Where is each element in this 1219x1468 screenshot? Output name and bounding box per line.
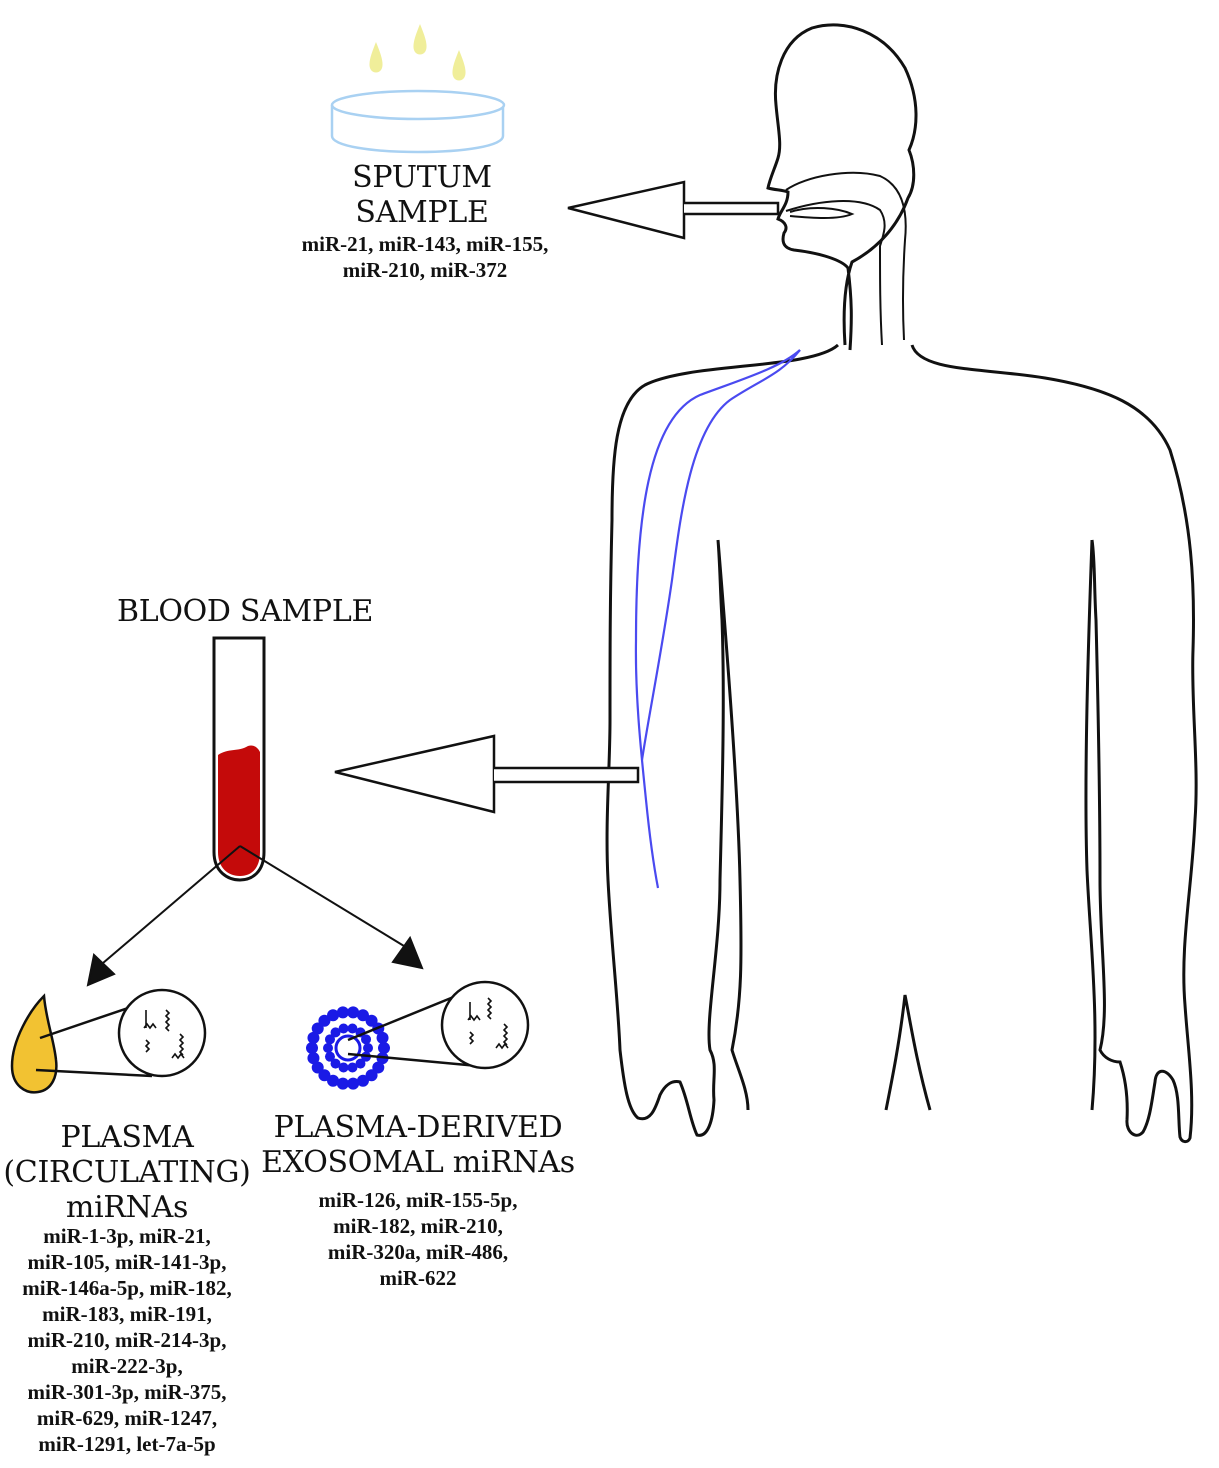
exosome-outer-bead [307,1031,320,1044]
sputum-drops [369,24,466,81]
exosome-outer-bead [356,1074,369,1087]
exosome-outer-bead [318,1014,331,1027]
sputum-drop-right [452,50,466,81]
exosome-outer-bead [347,1006,360,1019]
exosome-outer-bead [307,1052,320,1065]
exosome-inner-bead [330,1027,341,1038]
blood-vessel [634,349,801,889]
plasma-zoom-line-bottom [35,1068,153,1078]
exosome-outer-bead [376,1031,389,1044]
exosome-inner-bead [355,1058,366,1069]
exosome-inner-bead [324,1034,335,1045]
exosome-zoom-line-top [347,994,457,1042]
body-outline-right [605,23,1198,1144]
exosome-inner-bead [361,1034,372,1045]
exosome-outer-bead [336,1077,349,1090]
exosome-outer-bead [311,1022,324,1035]
arrow-line-to-exosome [239,845,405,947]
split-arrows [86,845,424,987]
exosome-outer-bead [378,1042,390,1054]
exosome-inner-bead [347,1062,358,1073]
exosomal-mirna-title: PLASMA-DERIVED EXOSOMAL miRNAs [261,1110,575,1180]
sputum-drop-center [413,24,427,55]
sputum-mirna-list: miR-21, miR-143, miR-155, miR-210, miR-3… [301,232,549,282]
blood-arrow-head [334,734,496,814]
blood-arrow [334,734,640,814]
exosome-magnifier-circle [440,980,530,1070]
exosome-outer-bead [327,1074,340,1087]
petri-dish-rim [330,89,506,121]
sputum-arrow-shaft [684,201,780,216]
airway-outline [785,171,907,346]
sputum-sample-title: SPUTUM SAMPLE [352,160,492,230]
plasma-mirna-list: miR-1-3p, miR-21, miR-105, miR-141-3p, m… [22,1224,232,1456]
exosome-inner-bead [330,1058,341,1069]
exosome-outer-bead [318,1069,331,1082]
exosomal-mirna-list: miR-126, miR-155-5p, miR-182, miR-210, m… [318,1188,518,1290]
exosome-inner-bead [338,1023,349,1034]
blood-arrow-shaft [494,766,640,784]
blood-vessel-line-inner [640,349,801,761]
exosome-outer-bead [347,1077,360,1090]
plasma-drop-magnifier [10,988,207,1094]
exosome-outer-bead [365,1014,378,1027]
plasma-zoom-line-top [39,1006,129,1040]
exosome-mirna-squiggles [467,997,509,1050]
test-tube-blood [218,745,260,876]
exosome-zoom-line-bottom [347,1052,479,1068]
arrow-head-to-exosome [391,935,424,970]
exosome-outer-bead [356,1009,369,1022]
blood-vessel-line-outer [634,349,801,889]
test-tube [212,636,266,882]
petri-dish [330,89,506,154]
exosome-inner-bead [323,1043,333,1053]
plasma-drop [10,993,58,1094]
sputum-arrow-head [567,180,686,240]
arrow-head-to-plasma [86,953,116,987]
exosome-outer-bead [365,1069,378,1082]
exosome-inner-bead [363,1043,373,1053]
plasma-circulating-title: PLASMA (CIRCULATING) miRNAs [3,1120,251,1225]
exosome-magnifier [306,980,530,1090]
exosome-outer-bead [311,1061,324,1074]
exosome-outer-bead [336,1006,349,1019]
exosome-outer-bead [306,1042,318,1054]
plasma-magnifier-circle [117,988,207,1078]
exosome-outer-bead [372,1061,385,1074]
plasma-mirna-squiggles [143,1009,185,1060]
exosome-inner-bead [347,1023,358,1034]
blood-sample-title: BLOOD SAMPLE [116,594,374,629]
arrow-line-to-plasma [102,845,241,964]
exosome-vesicle [306,1006,390,1090]
sputum-drop-left [369,42,383,73]
human-body-outline [605,23,1198,1144]
sputum-arrow [567,180,780,240]
exosome-inner-bead [338,1062,349,1073]
exosome-outer-bead [327,1009,340,1022]
exosome-inner-bead [324,1051,335,1062]
test-tube-glass [212,636,266,882]
